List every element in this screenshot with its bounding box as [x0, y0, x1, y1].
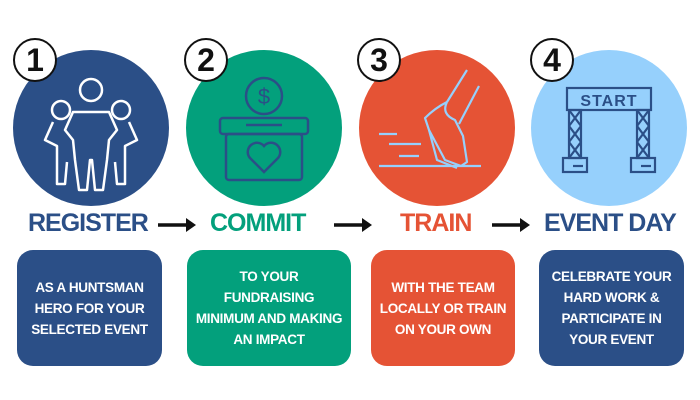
arrow-right-icon: [492, 218, 530, 232]
step-3-title: TRAIN: [400, 209, 472, 237]
team-heroes-icon: [43, 77, 139, 192]
donation-box-icon: $: [218, 76, 310, 182]
step-3-number-badge: 3: [357, 38, 401, 82]
step-3-description-box: WITH THE TEAM LOCALLY OR TRAIN ON YOUR O…: [371, 250, 515, 366]
step-1-number-badge: 1: [13, 38, 57, 82]
step-1-description-box: AS A HUNTSMAN HERO FOR YOUR SELECTED EVE…: [17, 250, 162, 366]
step-4-description: CELEBRATE YOUR HARD WORK & PARTICIPATE I…: [551, 269, 672, 347]
arrow-right-icon: [158, 218, 196, 232]
step-3-description: WITH THE TEAM LOCALLY OR TRAIN ON YOUR O…: [379, 279, 507, 337]
step-4-title: EVENT DAY: [544, 209, 677, 237]
start-gate-icon: START: [561, 86, 657, 174]
step-2-number-badge: 2: [184, 38, 228, 82]
arrow-right-icon: [334, 218, 372, 232]
svg-text:$: $: [258, 84, 270, 109]
step-1-title: REGISTER: [28, 209, 149, 237]
start-label: START: [580, 93, 637, 110]
step-2-title: COMMIT: [210, 209, 306, 237]
step-4-description-box: CELEBRATE YOUR HARD WORK & PARTICIPATE I…: [539, 250, 684, 366]
step-4-number-badge: 4: [530, 38, 574, 82]
step-2-description-box: TO YOUR FUNDRAISING MINIMUM AND MAKING A…: [187, 250, 351, 366]
step-2-description: TO YOUR FUNDRAISING MINIMUM AND MAKING A…: [195, 269, 343, 347]
step-4-circle: START: [531, 50, 687, 206]
running-shoe-icon: [379, 69, 481, 170]
step-1-description: AS A HUNTSMAN HERO FOR YOUR SELECTED EVE…: [31, 279, 148, 337]
